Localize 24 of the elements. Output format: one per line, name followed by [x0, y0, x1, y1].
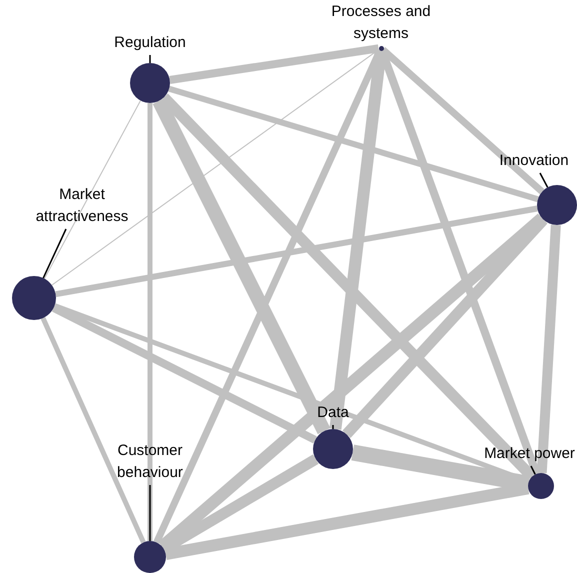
- leader-line: [149, 485, 151, 541]
- connector-line: [160, 94, 536, 480]
- connector-line: [55, 206, 538, 298]
- connector-line: [168, 86, 539, 202]
- node-label: Regulation: [113, 33, 187, 53]
- node-label: Customer behaviour: [116, 441, 184, 483]
- leader-line: [530, 466, 536, 475]
- node-label: Market attractiveness: [34, 185, 130, 227]
- connector-line: [536, 224, 561, 474]
- node-label: Data: [316, 403, 350, 423]
- connector-line: [148, 103, 152, 541]
- connector-line: [40, 317, 146, 544]
- node-label: Processes and systems: [330, 2, 432, 44]
- leader-line: [539, 172, 548, 188]
- connector-line: [152, 98, 330, 434]
- node-label: Market power: [483, 444, 576, 464]
- connector-line: [169, 44, 380, 84]
- connector-line: [54, 303, 530, 484]
- leader-line: [149, 55, 151, 63]
- leader-line: [42, 228, 67, 278]
- connector-line: [44, 100, 141, 280]
- node-label: Innovation: [498, 151, 570, 171]
- leader-line: [332, 425, 334, 429]
- connector-line: [51, 48, 380, 286]
